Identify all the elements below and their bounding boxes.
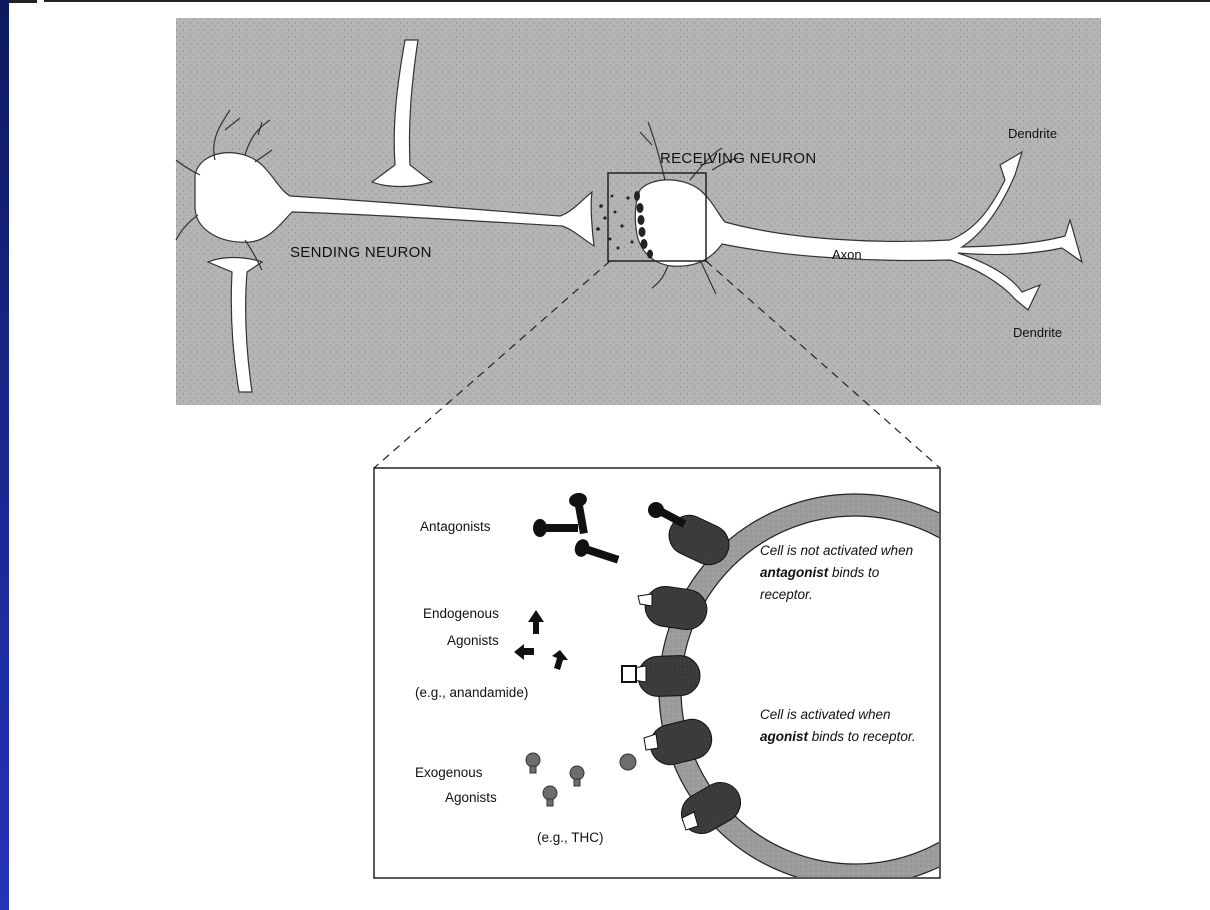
bound-endogenous-agonist [622,666,636,682]
endogenous-example: (e.g., anandamide) [415,684,528,701]
axon-label: Axon [832,247,862,262]
agonist-note: Cell is activated when agonist binds to … [760,704,920,748]
endogenous-label-line2: Agonists [447,632,499,649]
endogenous-label-line1: Endogenous [423,605,499,622]
exogenous-label-line2: Agonists [445,789,497,806]
antagonist-note: Cell is not activated when antagonist bi… [760,540,930,606]
exogenous-example: (e.g., THC) [537,829,604,846]
exogenous-label-line1: Exogenous [415,764,483,781]
dendrite-bottom-label: Dendrite [1013,325,1062,340]
receiving-neuron-label: RECEIVING NEURON [660,150,816,167]
antagonists-label: Antagonists [420,518,491,535]
dendrite-top-label: Dendrite [1008,126,1057,141]
sending-neuron-label: SENDING NEURON [290,244,432,261]
